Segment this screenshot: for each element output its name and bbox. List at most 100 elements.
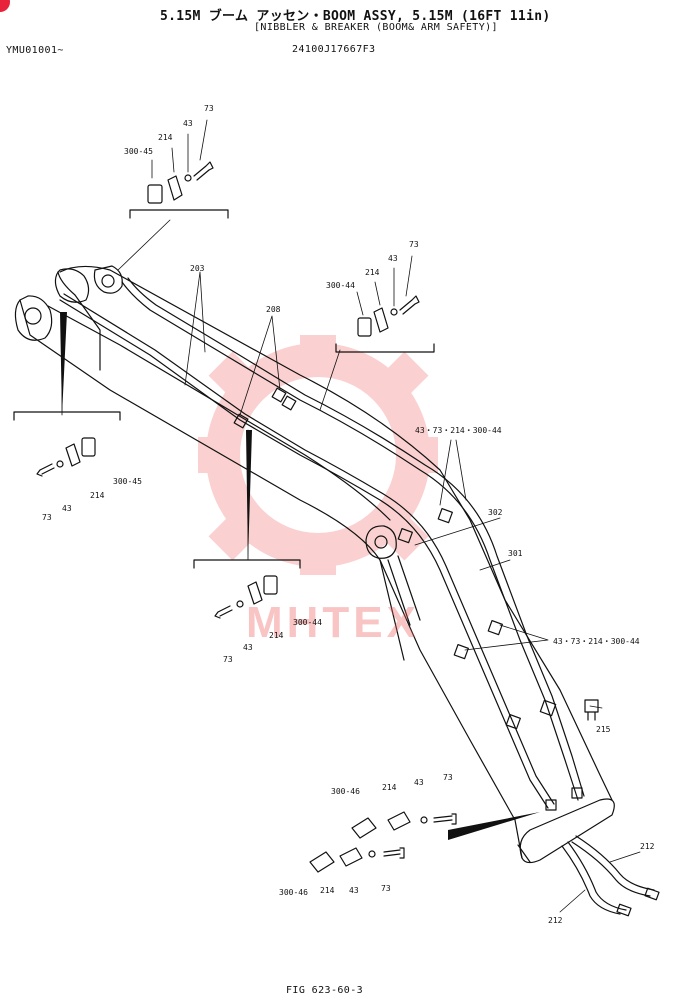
diagram-title: 5.15M ブーム アッセン・BOOM ASSY, 5.15M (16FT 11…	[160, 9, 551, 24]
pipe-clamp	[281, 395, 297, 411]
pipe-208-lower-b	[63, 293, 555, 805]
clamp-300-46-icon	[351, 817, 377, 839]
washer-43-icon	[236, 600, 244, 608]
part-label-302: 302	[488, 508, 503, 517]
pipe-clamp	[487, 619, 503, 636]
arm-cylinder-boss	[365, 525, 397, 559]
pipe-208-lower	[59, 299, 549, 809]
part-label-clamp-group: 43・73・214・300-44	[415, 426, 502, 435]
hose-fitting	[644, 887, 660, 901]
pipe-fitting	[571, 787, 583, 799]
hose-212-b	[561, 845, 621, 915]
plate-214-icon	[387, 811, 411, 831]
bolt-73-icon	[399, 295, 420, 315]
hose-fitting	[616, 903, 632, 917]
part-label-203: 203	[190, 264, 205, 273]
clamp-300-45-icon	[81, 437, 96, 457]
bolt-73-icon	[36, 463, 55, 477]
pointer-wedge	[60, 312, 67, 415]
clamp-300-44-icon	[263, 575, 278, 595]
callout-label: 43	[62, 504, 72, 513]
serial-range: YMU01001~	[6, 45, 64, 56]
boom-upper-edge	[59, 265, 613, 801]
callout-label: 43	[183, 119, 193, 128]
boom-mid-edge	[47, 305, 391, 521]
pipe-203-upper-b	[127, 277, 585, 797]
hose-212-b-b	[567, 841, 627, 911]
callout-label: 43	[388, 254, 398, 263]
cylinder-bracket	[93, 265, 123, 294]
bolt-73-icon	[193, 161, 214, 181]
detail-bracket-top-left	[129, 209, 229, 219]
washer-43-icon	[420, 816, 428, 824]
clamp-300-44-icon	[357, 317, 372, 337]
washer-43-icon	[390, 308, 398, 316]
pointer-wedge	[448, 812, 540, 840]
part-label-208: 208	[266, 305, 281, 314]
boom-foot	[14, 295, 53, 341]
hose-212-a	[571, 841, 651, 897]
hose-212-a-b	[575, 835, 655, 891]
figure-reference: FIG 623-60-3	[286, 985, 364, 996]
callout-label: 300-45	[124, 147, 153, 156]
part-label-clamp-group-2: 43・73・214・300-44	[553, 637, 640, 646]
part-number: 24100J17667F3	[292, 44, 376, 55]
callout-label: 300-46	[279, 888, 308, 897]
callout-label: 300-45	[113, 477, 142, 486]
callout-label: 214	[382, 783, 397, 792]
pipe-203-upper	[121, 281, 579, 801]
watermark-gear-icon	[198, 335, 438, 575]
callout-label: 73	[409, 240, 419, 249]
bolt-215-icon	[584, 699, 599, 721]
detail-bracket-left-mid	[13, 411, 121, 421]
pipe-clamp	[437, 507, 453, 524]
callout-label: 73	[381, 884, 391, 893]
callout-label: 300-46	[331, 787, 360, 796]
callout-label: 300-44	[293, 618, 322, 627]
plate-214-icon	[247, 581, 263, 605]
plate-214-icon	[339, 847, 363, 867]
part-label-215: 215	[596, 725, 611, 734]
bolt-73-icon	[433, 813, 457, 825]
callout-label: 214	[320, 886, 335, 895]
part-label-301: 301	[508, 549, 523, 558]
part-label-212-b: 212	[548, 916, 563, 925]
detail-bracket-top-right	[335, 343, 435, 353]
clamp-300-45-icon	[147, 184, 163, 204]
boom-foot-upper	[57, 271, 101, 371]
callout-label: 214	[365, 268, 380, 277]
detail-bracket-lower-left	[193, 559, 301, 569]
bracket-pin-icon	[101, 274, 115, 288]
callout-label: 214	[269, 631, 284, 640]
pipe-fitting	[545, 799, 557, 811]
callout-label: 43	[349, 886, 359, 895]
plate-214-icon	[373, 307, 389, 333]
callout-label: 214	[158, 133, 173, 142]
pipe-clamp	[453, 643, 469, 660]
washer-43-icon	[368, 850, 376, 858]
callout-label: 43	[243, 643, 253, 652]
plate-214-icon	[167, 175, 183, 201]
boom-lower-edge	[19, 299, 523, 859]
boom-foot-plate	[54, 268, 90, 303]
callout-label: 73	[223, 655, 233, 664]
bolt-73-icon	[383, 847, 405, 859]
callout-label: 300-44	[326, 281, 355, 290]
pipe-clamp	[539, 699, 557, 717]
washer-43-icon	[56, 460, 64, 468]
pointer-wedge	[246, 430, 252, 560]
part-label-212-a: 212	[640, 842, 655, 851]
callout-label: 73	[42, 513, 52, 522]
boom-end	[519, 798, 615, 864]
plate-214-icon	[65, 443, 81, 467]
watermark-text: MHTEX	[246, 598, 420, 647]
red-badge-icon	[0, 0, 10, 12]
callout-label: 73	[204, 104, 214, 113]
washer-43-icon	[184, 174, 192, 182]
callout-label: 214	[90, 491, 105, 500]
pipe-clamp	[505, 713, 521, 730]
pipe-clamp	[271, 387, 287, 403]
diagram-subtitle: [NIBBLER & BREAKER (BOOM& ARM SAFETY)]	[254, 22, 498, 33]
